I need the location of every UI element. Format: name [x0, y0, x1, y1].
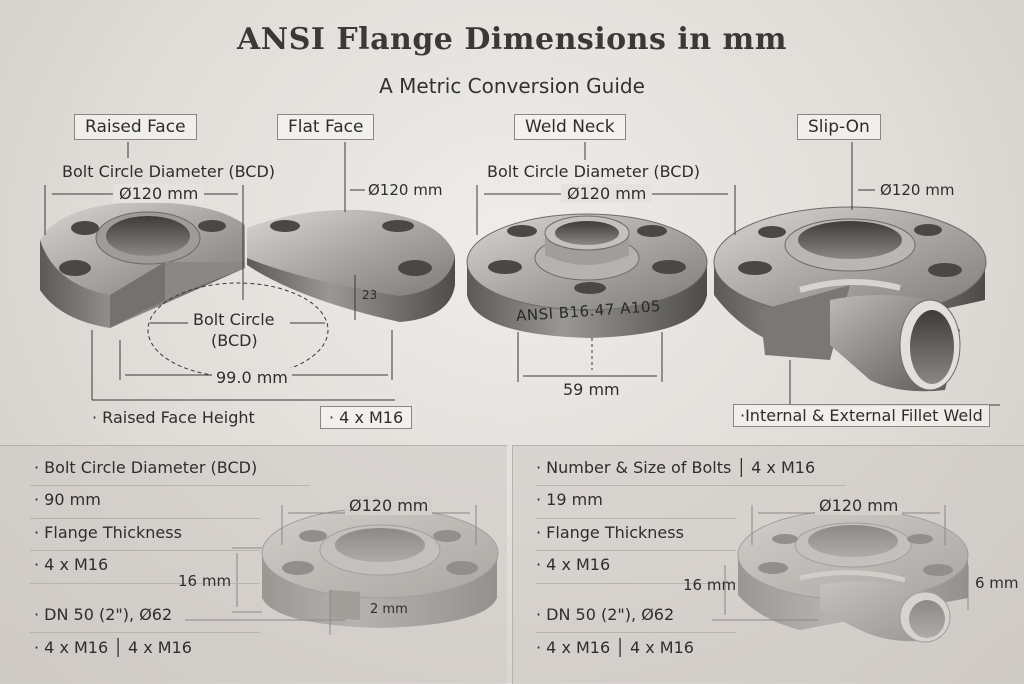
weld-neck-hub-dim: 59 mm: [563, 380, 620, 399]
right-panel-side: 6 mm: [975, 574, 1019, 592]
flat-face-diameter: Ø120 mm: [368, 181, 443, 199]
left-panel-line-4: · 4 x M16: [34, 555, 109, 574]
label-weld-neck: Weld Neck: [514, 114, 626, 140]
page-title: ANSI Flange Dimensions in mm: [237, 22, 787, 57]
left-panel-line-2: · 90 mm: [34, 490, 101, 509]
right-panel-line-1: · Number & Size of Bolts │ 4 x M16: [536, 458, 816, 477]
fillet-weld-note: ·Internal & External Fillet Weld: [733, 404, 990, 427]
bolt-circle-value: 99.0 mm: [212, 368, 292, 387]
left-panel-line-1: · Bolt Circle Diameter (BCD): [34, 458, 258, 477]
bolt-circle-bcd: (BCD): [211, 331, 258, 350]
right-panel-line-4: · 4 x M16: [536, 555, 611, 574]
bcd-value-weld: Ø120 mm: [561, 184, 653, 203]
weld-neck-flange: [466, 213, 708, 338]
right-panel-thickness: 16 mm: [683, 576, 737, 594]
flat-face-flange: [247, 209, 455, 322]
page-subtitle: A Metric Conversion Guide: [379, 74, 645, 98]
right-panel-line-3: · Flange Thickness: [536, 523, 684, 542]
raised-face-height-note: · Raised Face Height: [92, 408, 255, 427]
slip-on-flange: [713, 206, 987, 392]
label-slip-on: Slip-On: [797, 114, 881, 140]
right-panel-diameter: Ø120 mm: [815, 496, 903, 515]
left-panel-line-3: · Flange Thickness: [34, 523, 182, 542]
left-panel-line-6: · 4 x M16 │ 4 x M16: [34, 638, 192, 657]
bcd-label-left: Bolt Circle Diameter (BCD): [62, 162, 276, 181]
right-panel-line-5: · DN 50 (2"), Ø62: [536, 605, 675, 624]
left-panel-raised: 2 mm: [370, 602, 408, 617]
left-panel-line-5: · DN 50 (2"), Ø62: [34, 605, 173, 624]
slip-on-diameter: Ø120 mm: [880, 181, 955, 199]
left-spec-panel: [0, 445, 507, 684]
label-raised-face: Raised Face: [74, 114, 197, 140]
right-spec-panel: [512, 445, 1024, 684]
bcd-value-left: Ø120 mm: [113, 184, 205, 203]
raised-face-flange: [40, 202, 245, 328]
bolt-circle-label: Bolt Circle: [193, 310, 275, 329]
left-panel-thickness: 16 mm: [178, 572, 232, 590]
bcd-label-weld: Bolt Circle Diameter (BCD): [487, 162, 701, 181]
right-panel-line-2: · 19 mm: [536, 490, 603, 509]
flat-face-thickness: 23: [362, 288, 378, 302]
label-flat-face: Flat Face: [277, 114, 375, 140]
left-panel-diameter: Ø120 mm: [345, 496, 433, 515]
right-panel-line-6: · 4 x M16 │ 4 x M16: [536, 638, 694, 657]
bolts-note-left: · 4 x M16: [320, 406, 413, 429]
